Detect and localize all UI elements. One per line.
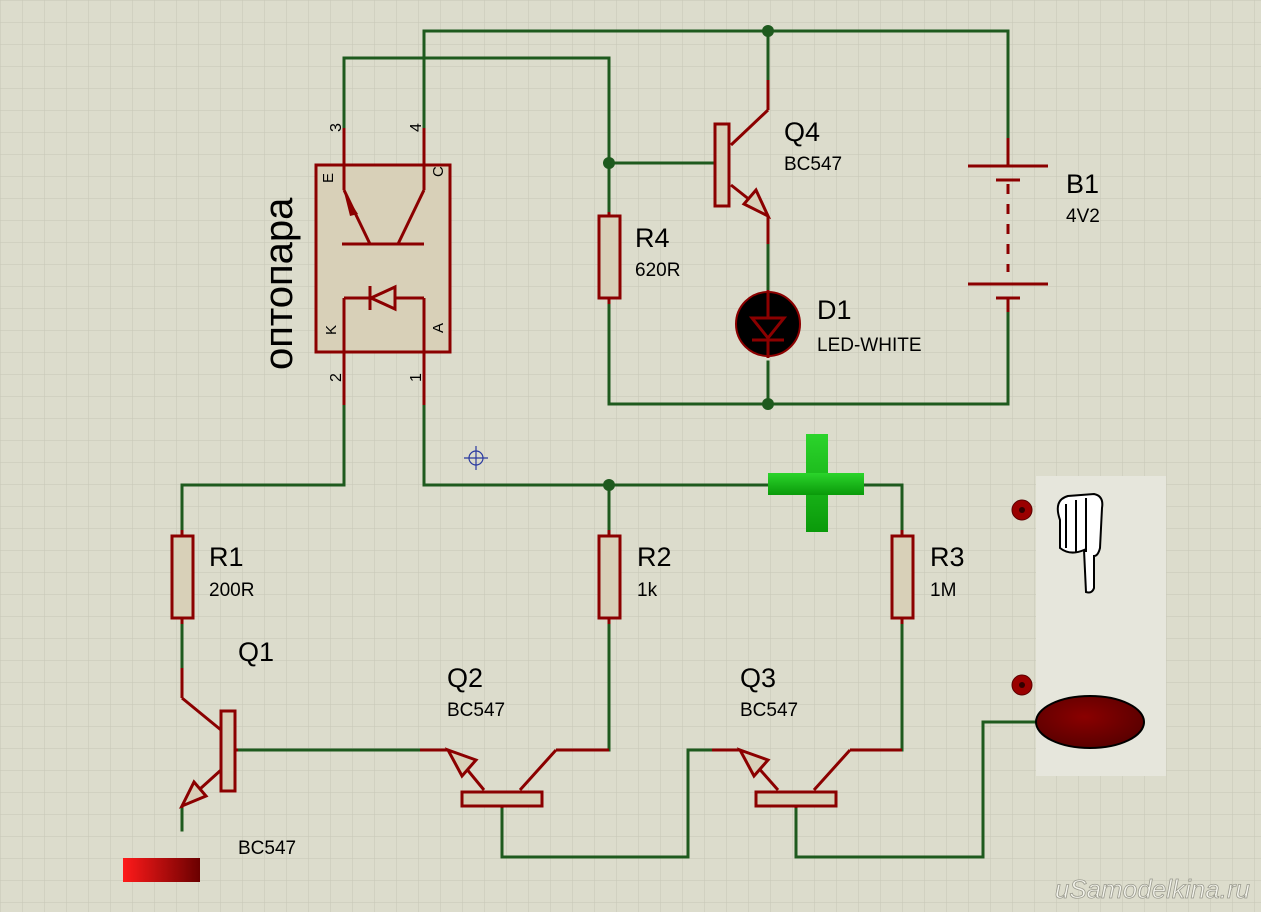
q2-transistor[interactable]	[420, 747, 609, 808]
pointing-hand-icon	[1056, 492, 1104, 594]
wire-q2-q3	[500, 748, 714, 859]
wire-pin2-r1	[180, 403, 346, 532]
r2-ref: R2	[637, 542, 672, 572]
q2-ref: Q2	[447, 663, 483, 693]
r2-value: 1k	[637, 580, 658, 601]
q3-ref: Q3	[740, 663, 776, 693]
pin-stubs	[342, 128, 426, 405]
r4-ref: R4	[635, 223, 670, 253]
q1-value: BC547	[238, 838, 296, 859]
watermark: uSamodelkina.ru	[1055, 874, 1250, 904]
wire-q3-touch	[794, 720, 1038, 859]
wire-top-rail	[422, 29, 1010, 140]
b1-ref: B1	[1066, 169, 1099, 199]
r3-value: 1M	[930, 580, 956, 601]
wire-pin1-rail	[422, 403, 774, 487]
r3-ref: R3	[930, 542, 965, 572]
wire-rail-r3	[858, 483, 904, 532]
q4-value: BC547	[784, 154, 842, 175]
q1-transistor[interactable]	[178, 668, 238, 809]
r1-resistor[interactable]	[170, 530, 195, 624]
d1-value: LED-WHITE	[817, 335, 922, 356]
opto-pin-name-a: A	[430, 323, 447, 333]
q1-ref: Q1	[238, 637, 274, 667]
q3-value: BC547	[740, 700, 798, 721]
opto-pin-name-e: E	[320, 173, 337, 183]
r2-resistor[interactable]	[597, 530, 622, 624]
wire-pin3-base	[342, 56, 719, 165]
d1-ref: D1	[817, 295, 852, 325]
q4-ref: Q4	[784, 117, 820, 147]
r1-value: 200R	[209, 580, 254, 601]
r1-ref: R1	[209, 542, 244, 572]
optocoupler[interactable]: E C K A	[314, 163, 452, 354]
opto-pin-name-k: K	[323, 325, 340, 335]
opto-pin-4: 4	[408, 123, 425, 132]
b1-battery[interactable]	[968, 138, 1048, 312]
wire-bottom-rail	[607, 302, 1010, 406]
opto-pin-name-c: C	[430, 166, 447, 177]
plus-icon	[768, 434, 864, 532]
q2-value: BC547	[447, 700, 505, 721]
r3-resistor[interactable]	[890, 530, 915, 624]
b1-value: 4V2	[1066, 206, 1100, 227]
red-indicator-bar	[123, 858, 200, 882]
junctions	[603, 25, 774, 491]
q4-transistor[interactable]	[713, 80, 772, 244]
d1-led[interactable]	[735, 290, 801, 358]
opto-pin-3: 3	[328, 123, 345, 132]
r4-value: 620R	[635, 260, 680, 281]
contact-dot-icon	[1011, 499, 1033, 696]
crosshair-icon	[464, 446, 488, 470]
wires	[180, 29, 1038, 859]
q3-transistor[interactable]	[712, 747, 902, 808]
touch-sensor-pad[interactable]	[1035, 695, 1145, 749]
opto-pin-2: 2	[328, 373, 345, 382]
opto-pin-1: 1	[408, 373, 425, 382]
r4-resistor[interactable]	[597, 212, 622, 304]
opto-label: оптопара	[257, 197, 301, 370]
